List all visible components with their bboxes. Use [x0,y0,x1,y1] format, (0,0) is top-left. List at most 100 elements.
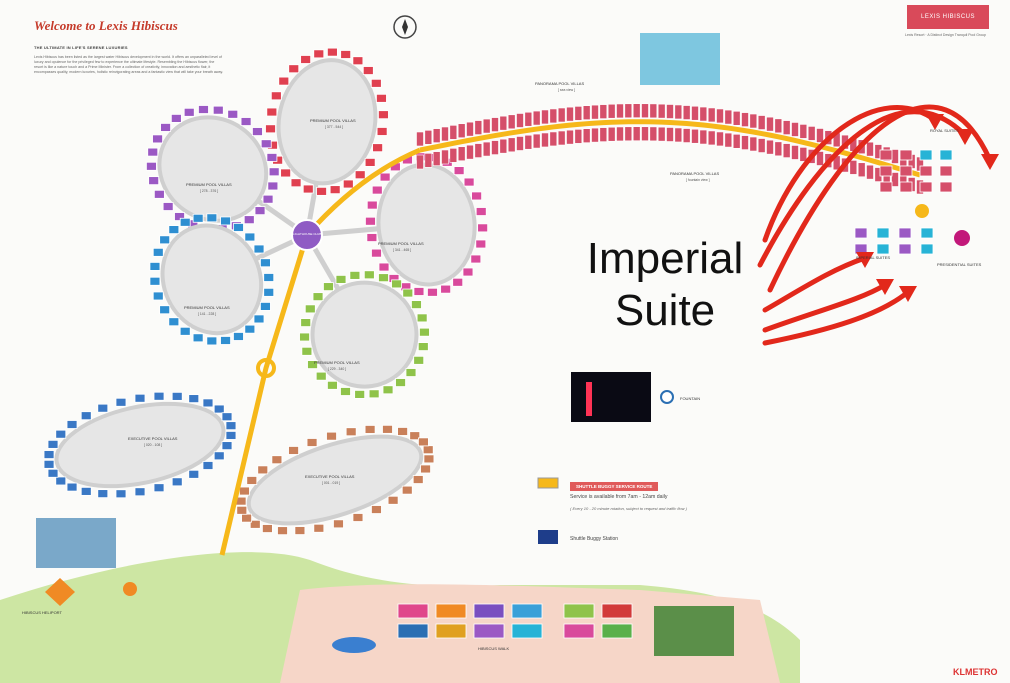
petal-walkway [157,115,269,223]
villa-unit [382,385,394,395]
villa-unit [307,360,318,369]
villa-unit [240,117,252,126]
legend-service-hours: Service is available from 7am - 12am dai… [570,494,668,500]
route-legend-swatch [537,477,559,489]
villa-unit [148,176,160,186]
petal-walkway [160,223,264,336]
helipad-icon[interactable] [45,578,75,606]
retail-unit [511,603,543,619]
villa-unit [418,437,429,447]
villa-unit [376,93,387,103]
panorama-villa-top [657,103,666,119]
villa-unit [260,258,271,268]
villa-unit [202,461,214,470]
villa-unit [417,342,429,351]
panorama-villa-bottom [691,128,699,144]
route-node [256,358,276,378]
panorama-villa-top [449,125,458,140]
panorama-villa-bottom [866,164,874,180]
lighthouse-club-hub[interactable] [291,219,323,251]
villa-unit [354,389,366,399]
villa-unit [326,431,337,441]
zone-royal: ROYAL SUITES [930,128,959,133]
panorama-villa-bottom [516,136,524,151]
presidential-suite-marker[interactable] [954,230,970,246]
villa-unit [149,262,161,271]
panorama-villa-bottom [766,139,774,155]
leaf-walkway [246,434,424,526]
villa-unit [80,486,92,496]
panorama-villa-bottom [632,126,641,142]
panorama-villa-top [691,105,699,121]
red-arrow-head [899,286,917,302]
zone-centre: LIGHTHOUSE CLUB [293,232,322,236]
villa-unit [302,184,314,194]
villa-unit [335,274,347,284]
panorama-villa-top [524,111,533,127]
imperial-suite-unit [898,227,912,239]
panorama-villa-bottom [574,129,583,144]
panorama-villa-top [724,109,733,125]
zone-panorama-right-range: [ fountain view ] [686,178,710,182]
imperial-suite-annotation: Imperial Suite [570,233,760,337]
panorama-villa-bottom [707,130,716,146]
panorama-villa-bottom [507,137,516,153]
villa-unit [312,292,324,302]
villa-unit [244,232,256,242]
retail-unit [435,623,467,639]
villa-unit [66,482,78,492]
panorama-villa-bottom [741,135,749,150]
red-arrow-line [762,289,911,346]
villa-unit [97,489,109,499]
villa-unit [300,55,312,64]
zone-premium-left-range: [ 278 - 376 ] [200,189,219,193]
villa-unit [427,287,438,297]
red-arrow-line [762,255,868,313]
villa-unit [170,114,182,123]
villa-unit [323,282,334,292]
panorama-villa-top [599,104,608,119]
villa-unit [411,300,422,309]
villa-unit [260,302,271,311]
route-node-suites [915,204,929,218]
villa-unit [206,213,218,223]
retail-unit [435,603,467,619]
villa-unit [376,127,388,136]
petal-walkway [276,58,378,186]
panorama-villa-top [749,113,758,129]
villa-unit [316,186,327,196]
panorama-villa-top [682,105,691,120]
panorama-villa-top [499,115,508,131]
welcome-title: Welcome to Lexis Hibiscus [34,18,178,33]
panorama-villa-top [799,124,808,139]
panorama-villa-bottom [449,148,458,163]
panorama-villa-top [732,110,741,126]
red-arrow-line [767,104,993,293]
panorama-villa-top [716,108,724,124]
villa-unit [326,47,338,57]
villa-unit [306,438,318,447]
villa-unit [162,202,174,211]
panorama-villa-bottom [599,127,608,142]
villa-unit [349,270,361,280]
route-segment-stem [219,234,310,556]
villa-unit [241,513,252,523]
fountain-label: FOUNTAIN [680,396,701,401]
villa-unit [168,225,180,235]
villa-unit [423,454,435,464]
villa-unit [422,445,434,455]
centre-sports-area[interactable] [332,637,376,653]
villa-unit [363,270,375,280]
villa-unit [159,305,171,315]
villa-unit [220,216,231,226]
panorama-villa-top [549,108,558,124]
villa-unit [47,468,59,478]
imperial-suite-unit [920,227,934,239]
villa-unit [55,429,67,439]
villa-unit [80,411,92,421]
red-arrow-head [981,154,999,170]
villa-unit [115,489,127,499]
villa-unit [370,78,382,88]
villa-unit [453,166,465,175]
panorama-villa-bottom [849,160,858,175]
